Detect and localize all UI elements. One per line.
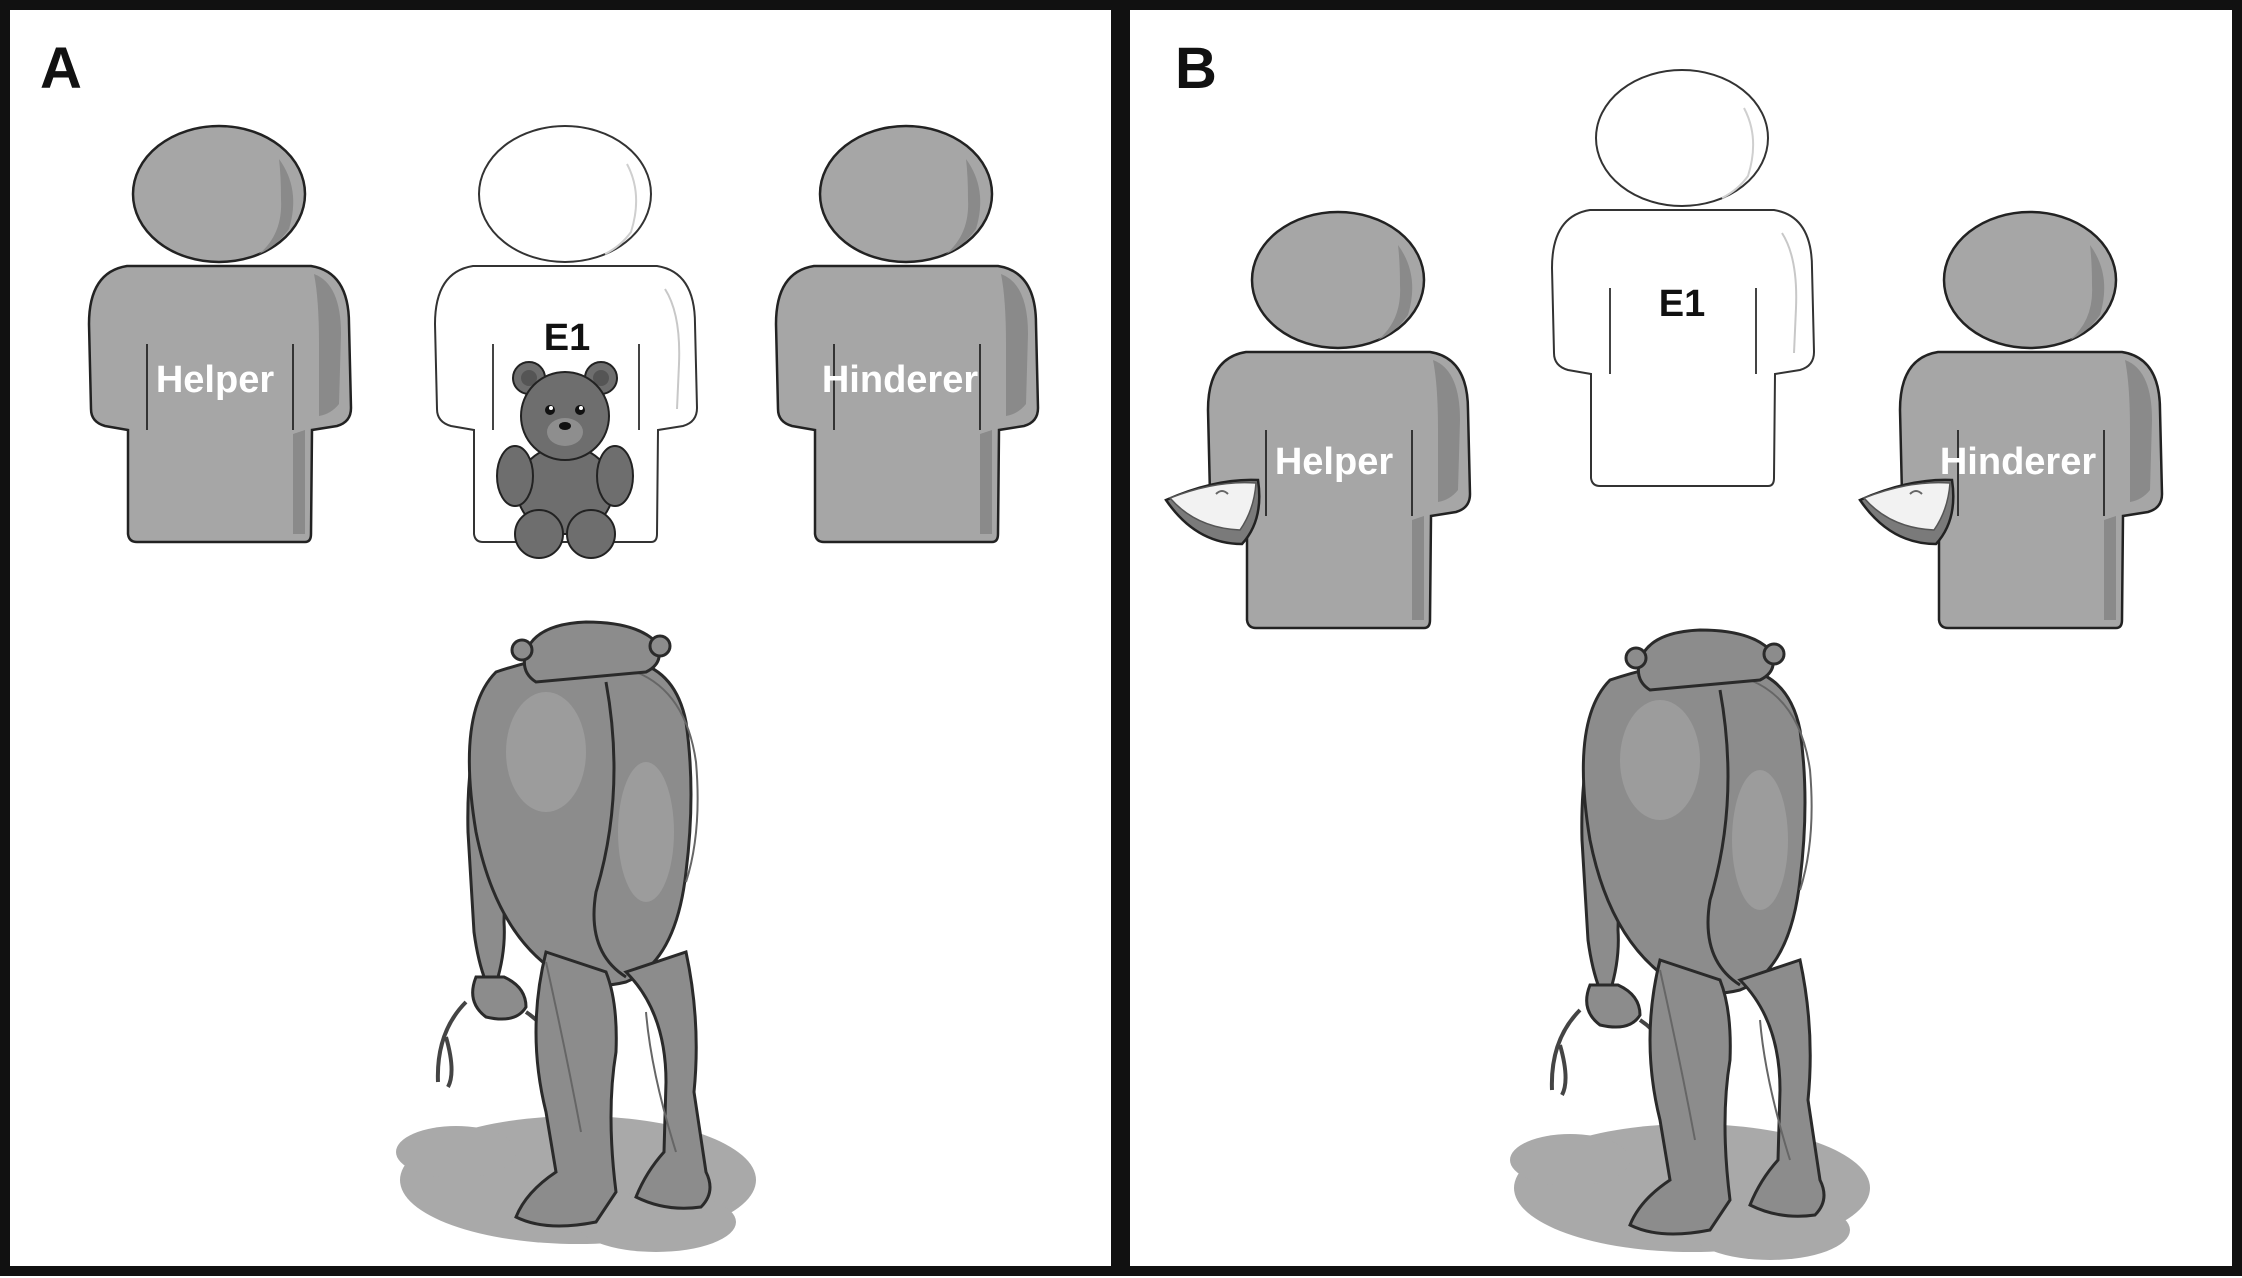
panel-a-experimenter-label: E1 bbox=[544, 317, 590, 359]
panel-b-experimenter-label: E1 bbox=[1659, 283, 1705, 325]
panel-b-letter: B bbox=[1175, 36, 1217, 101]
panel-a-hinderer-label: Hinderer bbox=[822, 359, 978, 401]
panel-a-helper: Helper bbox=[87, 124, 353, 544]
panel-a-letter: A bbox=[40, 36, 82, 101]
panel-b: B E1 Helper Hinderer bbox=[1120, 0, 2242, 1276]
panel-b-helper-label: Helper bbox=[1275, 441, 1393, 483]
panel-a-hinderer: Hinderer bbox=[774, 124, 1040, 544]
panel-b-hinderer: Hinderer bbox=[1898, 210, 2164, 630]
panel-a-experimenter: E1 bbox=[434, 125, 698, 559]
panel-a: A Helper E1 Hinderer bbox=[0, 0, 1121, 1276]
panel-b-hinderer-label: Hinderer bbox=[1940, 441, 2096, 483]
panel-b-helper: Helper bbox=[1206, 210, 1472, 630]
panel-b-experimenter: E1 bbox=[1551, 69, 1815, 487]
panel-a-helper-label: Helper bbox=[156, 359, 274, 401]
